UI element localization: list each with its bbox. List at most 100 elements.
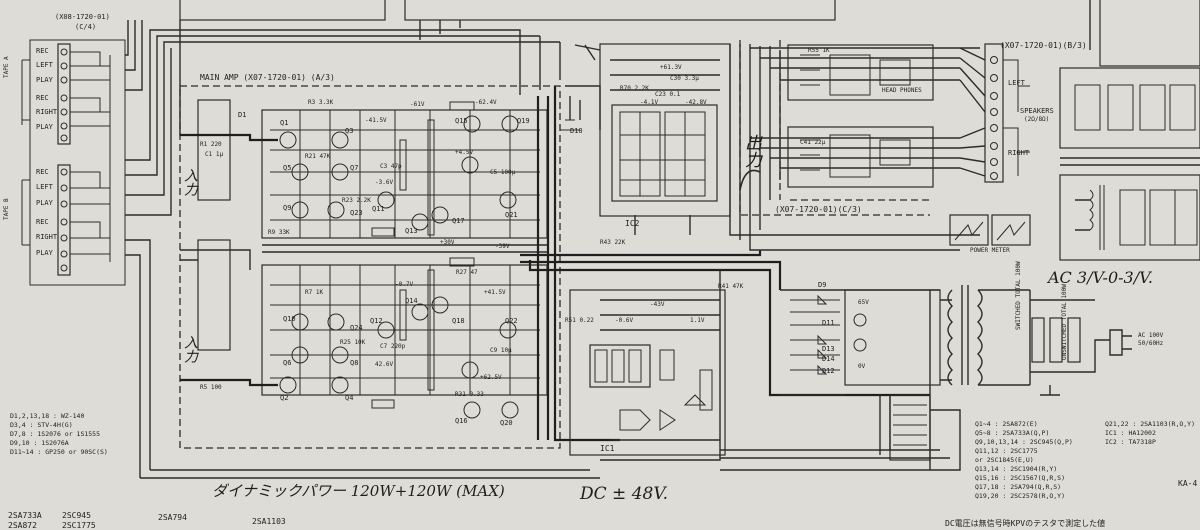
transistor-q23: Q23	[350, 209, 363, 217]
transistor-q24: Q24	[350, 324, 363, 332]
diode-d12: D12	[822, 367, 835, 375]
transistor-q3: Q3	[345, 127, 354, 135]
tape-a-rec-left: REC	[36, 47, 49, 55]
capacitor-label: C5 100µ	[490, 169, 516, 176]
transistor-q15: Q15	[455, 117, 468, 125]
tape-b-label: TAPE B	[3, 198, 10, 220]
transistor-q22: Q22	[505, 317, 518, 325]
voltage-label: 42.6V	[375, 361, 394, 368]
tape-b-play-left: PLAY	[36, 199, 53, 207]
transistor-legend-line: or 2SC1845(E,U)	[975, 456, 1034, 464]
bottom-part: 2SA1103	[252, 517, 286, 526]
resistor-label: R1 220	[200, 141, 222, 148]
voltage-label: +41.5V	[484, 289, 506, 296]
voltage-label: -62.4V	[475, 99, 497, 106]
resistor-label: R23 2.2K	[342, 197, 371, 204]
bottom-part: 2SA872	[8, 521, 37, 530]
voltage-label: -0.6V	[615, 317, 634, 324]
switched-outlet-label: SWITCHED TOTAL 100W	[1015, 261, 1022, 330]
speaker-board-label: (X07-1720-01)(B/3)	[1000, 41, 1087, 50]
voltage-label: -4.1V	[640, 99, 659, 106]
transistor-q10: Q10	[283, 315, 296, 323]
voltage-label: -61V	[410, 101, 425, 108]
diode-legend-line: D9,10 : 1S2076A	[10, 439, 69, 447]
resistor-label: R3 3.3K	[308, 99, 334, 106]
transistor-legend-line: Q9,10,13,14 : 2SC945(Q,P)	[975, 438, 1073, 446]
voltage-label: -3.6V	[375, 179, 394, 186]
capacitor-label: C30 3.3µ	[670, 75, 699, 82]
transistor-q2: Q2	[280, 394, 289, 402]
tape-a-label: TAPE A	[3, 56, 10, 78]
transistor-legend-line: Q11,12 : 2SC1775	[975, 447, 1038, 455]
resistor-label: R9 33K	[268, 229, 290, 236]
transistor-q5: Q5	[283, 164, 292, 172]
diode-d9: D9	[818, 281, 827, 289]
headphones-label: HEAD PHONES	[882, 87, 922, 94]
transistor-q21: Q21	[505, 211, 518, 219]
tape-a-rec-right: REC	[36, 94, 49, 102]
footer-note: DC電圧は無信号時KPVのテスタで測定した値	[945, 519, 1106, 528]
speakers-sub-label: (2Ω/8Ω)	[1024, 116, 1050, 123]
handwritten-output-label: 出力	[741, 134, 761, 168]
capacitor-label: C7 220p	[380, 343, 406, 350]
resistor-label: R5 100	[200, 384, 222, 391]
transistor-q20: Q20	[500, 419, 513, 427]
capacitor-label: C1 1µ	[205, 151, 224, 158]
voltage-label: +4.5V	[455, 149, 474, 156]
ic1-label: IC1	[600, 444, 615, 453]
voltage-label: -41.5V	[365, 117, 387, 124]
resistor-label: R55 1K	[808, 47, 830, 54]
unswitched-outlet-label: UNSWITCHED TOTAL 100W	[1061, 284, 1068, 360]
voltage-label: -0.7V	[395, 281, 414, 288]
tape-a-left: LEFT	[36, 61, 53, 69]
resistor-label: R7 1K	[305, 289, 324, 296]
handwritten-dc-voltage: DC ± 48V.	[580, 484, 669, 504]
handwritten-input-label: 入力	[182, 168, 198, 196]
voltage-label: -42.8V	[685, 99, 707, 106]
speakers-label: SPEAKERS	[1020, 107, 1054, 115]
bottom-part: 2SA733A	[8, 511, 42, 520]
resistor-label: R51 0.22	[565, 317, 594, 324]
voltage-label: -43V	[650, 301, 665, 308]
voltage-label: +62.5V	[480, 374, 502, 381]
transistor-legend: Q1~4 : 2SA872(E)Q5~8 : 2SA733A(Q,P)Q9,10…	[975, 420, 1073, 501]
resistor-label: R31 0.33	[455, 391, 484, 398]
voltage-label: +30V	[440, 239, 455, 246]
power-meter-label: POWER METER	[970, 247, 1010, 254]
transistor-legend-line: Q19,20 : 2SC2578(R,O,Y)	[975, 492, 1066, 500]
corner-code: KA-4	[1178, 479, 1198, 488]
transistor-q1: Q1	[280, 119, 289, 127]
transistor-q17: Q17	[452, 217, 465, 225]
resistor-label: R25 10K	[340, 339, 366, 346]
voltage-label: 65V	[858, 299, 869, 306]
bottom-part: 2SC1775	[62, 521, 96, 530]
ac-input-label: AC 100V	[1138, 332, 1164, 339]
power-board-label: (X07-1720-01)(C/3)	[775, 205, 862, 214]
diode-legend-line: D1,2,13,18 : WZ-140	[10, 412, 85, 420]
transistor-legend-line: Q15,16 : 2SC1567(Q,R,S)	[975, 474, 1066, 482]
transistor-legend-line: Q17,18 : 2SA794(Q,R,S)	[975, 483, 1062, 491]
tape-a-play-left: PLAY	[36, 76, 53, 84]
diode-d1: D1	[238, 111, 247, 119]
transistor-q8: Q8	[350, 359, 359, 367]
diode-d13: D13	[822, 345, 835, 353]
tape-board-sub: (C/4)	[75, 23, 97, 31]
transistor-q4: Q4	[345, 394, 354, 402]
speaker-left-label: LEFT	[1008, 79, 1025, 87]
transistor-q19: Q19	[517, 117, 530, 125]
resistor-label: R70 2.2K	[620, 85, 649, 92]
ic2-label: IC2	[625, 219, 640, 228]
bottom-part: 2SC945	[62, 511, 91, 520]
tape-b-rec-left: REC	[36, 168, 49, 176]
voltage-label: -39V	[495, 243, 510, 250]
voltage-label: 0V	[858, 363, 866, 370]
diode-d14: D14	[822, 355, 835, 363]
voltage-label: +61.3V	[660, 64, 682, 71]
transistor-legend-line: Q1~4 : 2SA872(E)	[975, 420, 1038, 428]
transistor-q7: Q7	[350, 164, 359, 172]
capacitor-label: C41 22µ	[800, 139, 826, 146]
transistor-q14: Q14	[405, 297, 418, 305]
